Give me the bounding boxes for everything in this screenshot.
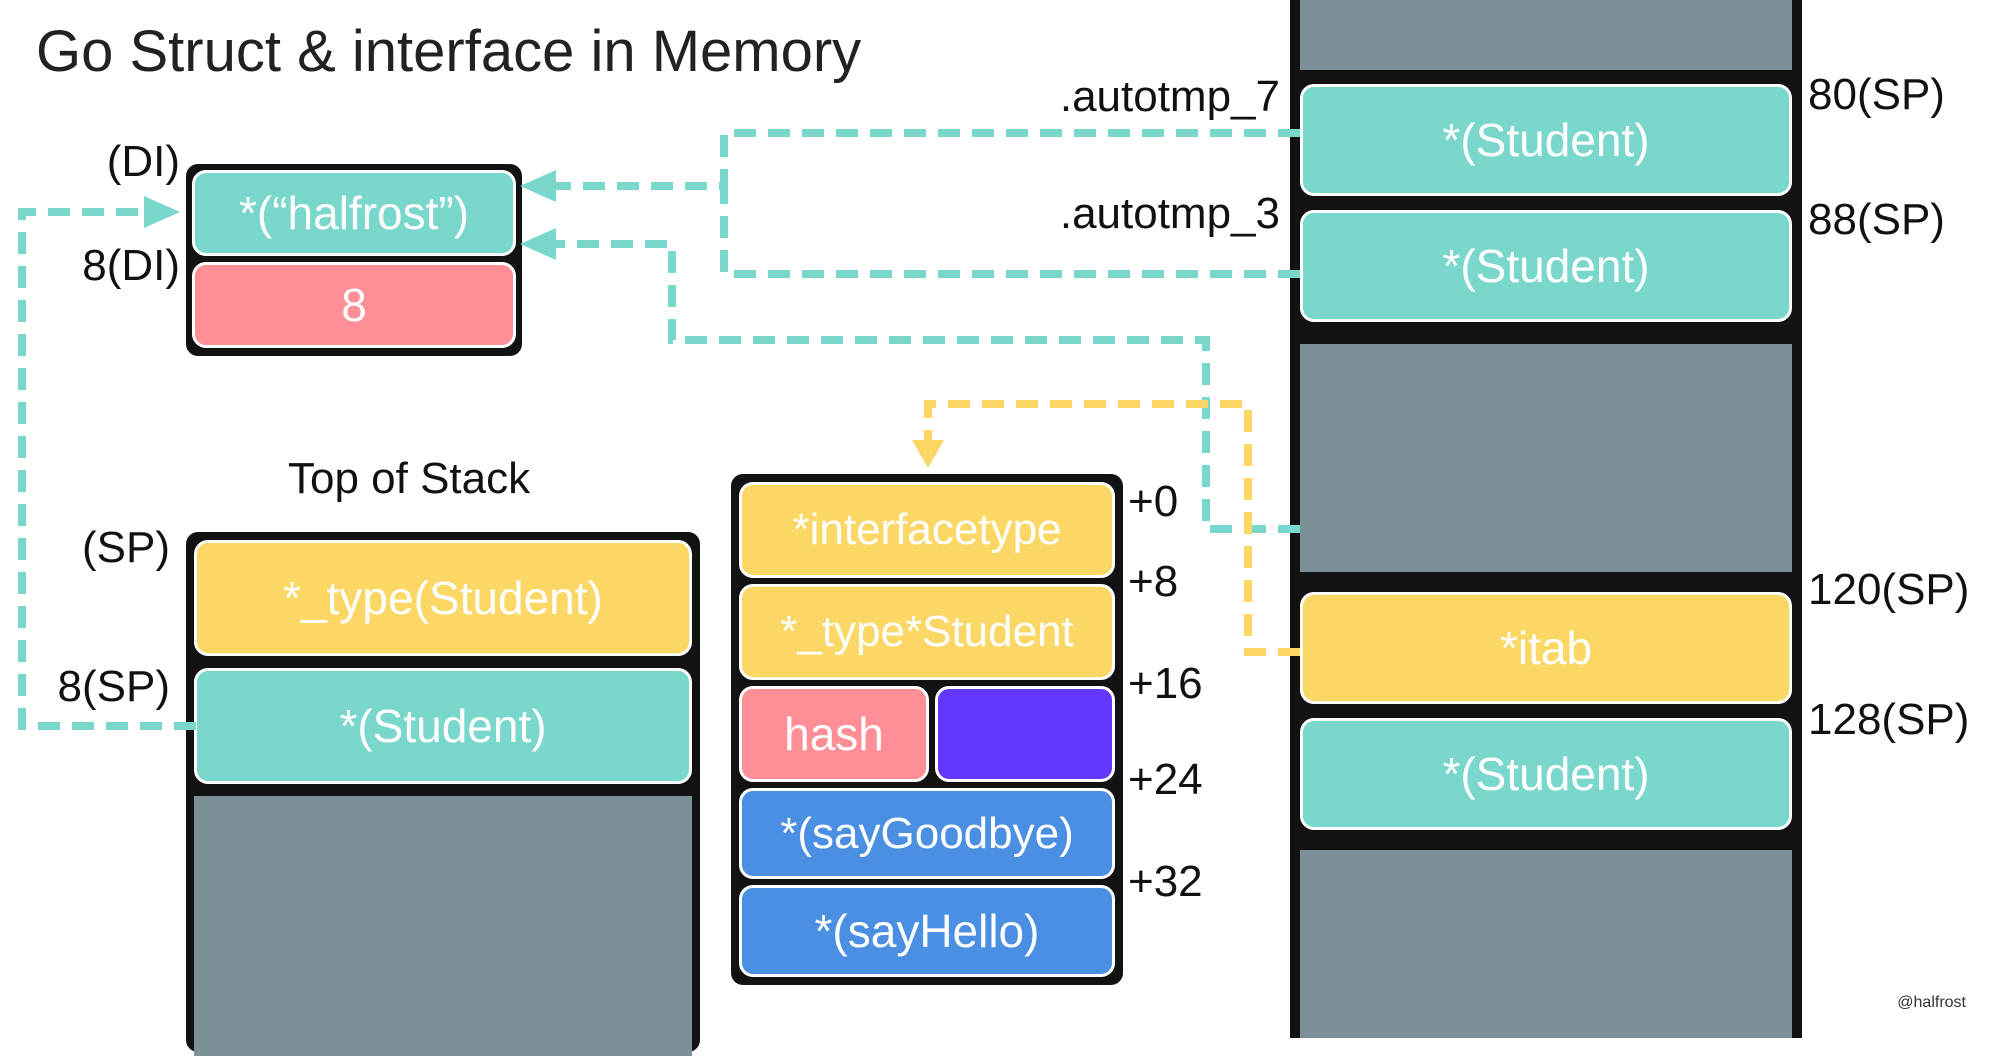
itab-hash-cell: hash (739, 686, 929, 782)
itab-method-sayhello-cell: *(sayHello) (739, 885, 1115, 977)
string-length-cell: 8 (192, 262, 516, 348)
top-of-stack-caption: Top of Stack (288, 454, 531, 503)
watermark: @halfrost (1897, 994, 1966, 1011)
stack-student-pointer-cell: *(Student) (194, 668, 692, 784)
itab-block: *interfacetype *_type*Student hash *(say… (731, 474, 1123, 985)
pointer-arrows (18, 129, 1300, 730)
arrow-autotmp3-to-string (720, 190, 1300, 278)
offset-label-24: +24 (1128, 755, 1203, 804)
sp-128-label: 128(SP) (1808, 695, 1970, 744)
offset-label-32: +32 (1128, 857, 1203, 906)
offset-label-0: +0 (1128, 477, 1179, 526)
frame-empty-slot-bottom (1300, 850, 1792, 1038)
frame-student-pointer-cell: *(Student) (1300, 718, 1792, 830)
arrow-frame-to-string (550, 240, 1300, 533)
itab-method-saygoodbye-cell: *(sayGoodbye) (739, 788, 1115, 879)
sp-80-label: 80(SP) (1808, 70, 1945, 119)
diagram-title: Go Struct & interface in Memory (36, 19, 862, 84)
arrow-head-stack-string (144, 196, 180, 228)
string-data-pointer-cell: *(“halfrost”) (192, 170, 516, 256)
frame-autotmp-7-cell: *(Student) (1300, 84, 1792, 196)
itab-interfacetype-cell: *interfacetype (739, 482, 1115, 578)
di-label: (DI) (106, 137, 180, 186)
offset-label-16: +16 (1128, 659, 1203, 708)
arrow-stack-to-string (18, 208, 196, 730)
autotmp-3-label: .autotmp_3 (1059, 189, 1280, 238)
frame-empty-slot-mid (1300, 344, 1792, 572)
string-struct-block: *(“halfrost”) 8 (186, 164, 522, 356)
offset-label-8: +8 (1128, 557, 1179, 606)
frame-autotmp-3-cell: *(Student) (1300, 210, 1792, 322)
sp-label: (SP) (82, 523, 170, 572)
stack-empty-slot (194, 796, 692, 1056)
sp-88-label: 88(SP) (1808, 195, 1945, 244)
autotmp-7-label: .autotmp_7 (1059, 72, 1280, 121)
arrow-head-string-ptr (520, 170, 556, 202)
stack-type-cell: *_type(Student) (194, 540, 692, 656)
itab-type-cell: *_type*Student (739, 584, 1115, 680)
sp-120-label: 120(SP) (1808, 565, 1970, 614)
arrow-itab-to-itab-block (924, 400, 1300, 656)
top-of-stack-block: *_type(Student) *(Student) (186, 532, 700, 1056)
sp-8-label: 8(SP) (57, 662, 170, 711)
frame-empty-slot-top (1300, 0, 1792, 70)
arrow-head-string-len (520, 228, 556, 260)
frame-itab-cell: *itab (1300, 592, 1792, 704)
di-8-label: 8(DI) (82, 241, 180, 290)
arrow-head-itab (912, 440, 944, 468)
arrow-autotmp7-to-string (550, 129, 1300, 190)
itab-padding-cell (935, 686, 1115, 782)
stack-frame: *(Student) *(Student) *itab *(Student) (1290, 0, 1802, 1038)
